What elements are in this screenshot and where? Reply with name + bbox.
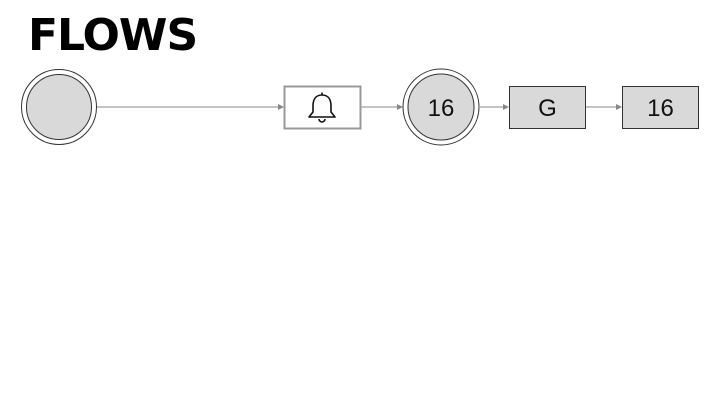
step-16-label: 16	[428, 95, 455, 122]
bell-icon	[308, 92, 336, 123]
step-16b-label: 16	[647, 95, 674, 122]
step-16b-node[interactable]: 16	[622, 86, 699, 129]
step-16-node[interactable]: 16	[402, 68, 480, 146]
step-g-label: G	[538, 95, 557, 122]
page-title: FLOWS	[28, 10, 198, 61]
start-node[interactable]	[21, 69, 97, 145]
step-g-node[interactable]: G	[509, 86, 586, 129]
trigger-node[interactable]	[283, 85, 362, 130]
